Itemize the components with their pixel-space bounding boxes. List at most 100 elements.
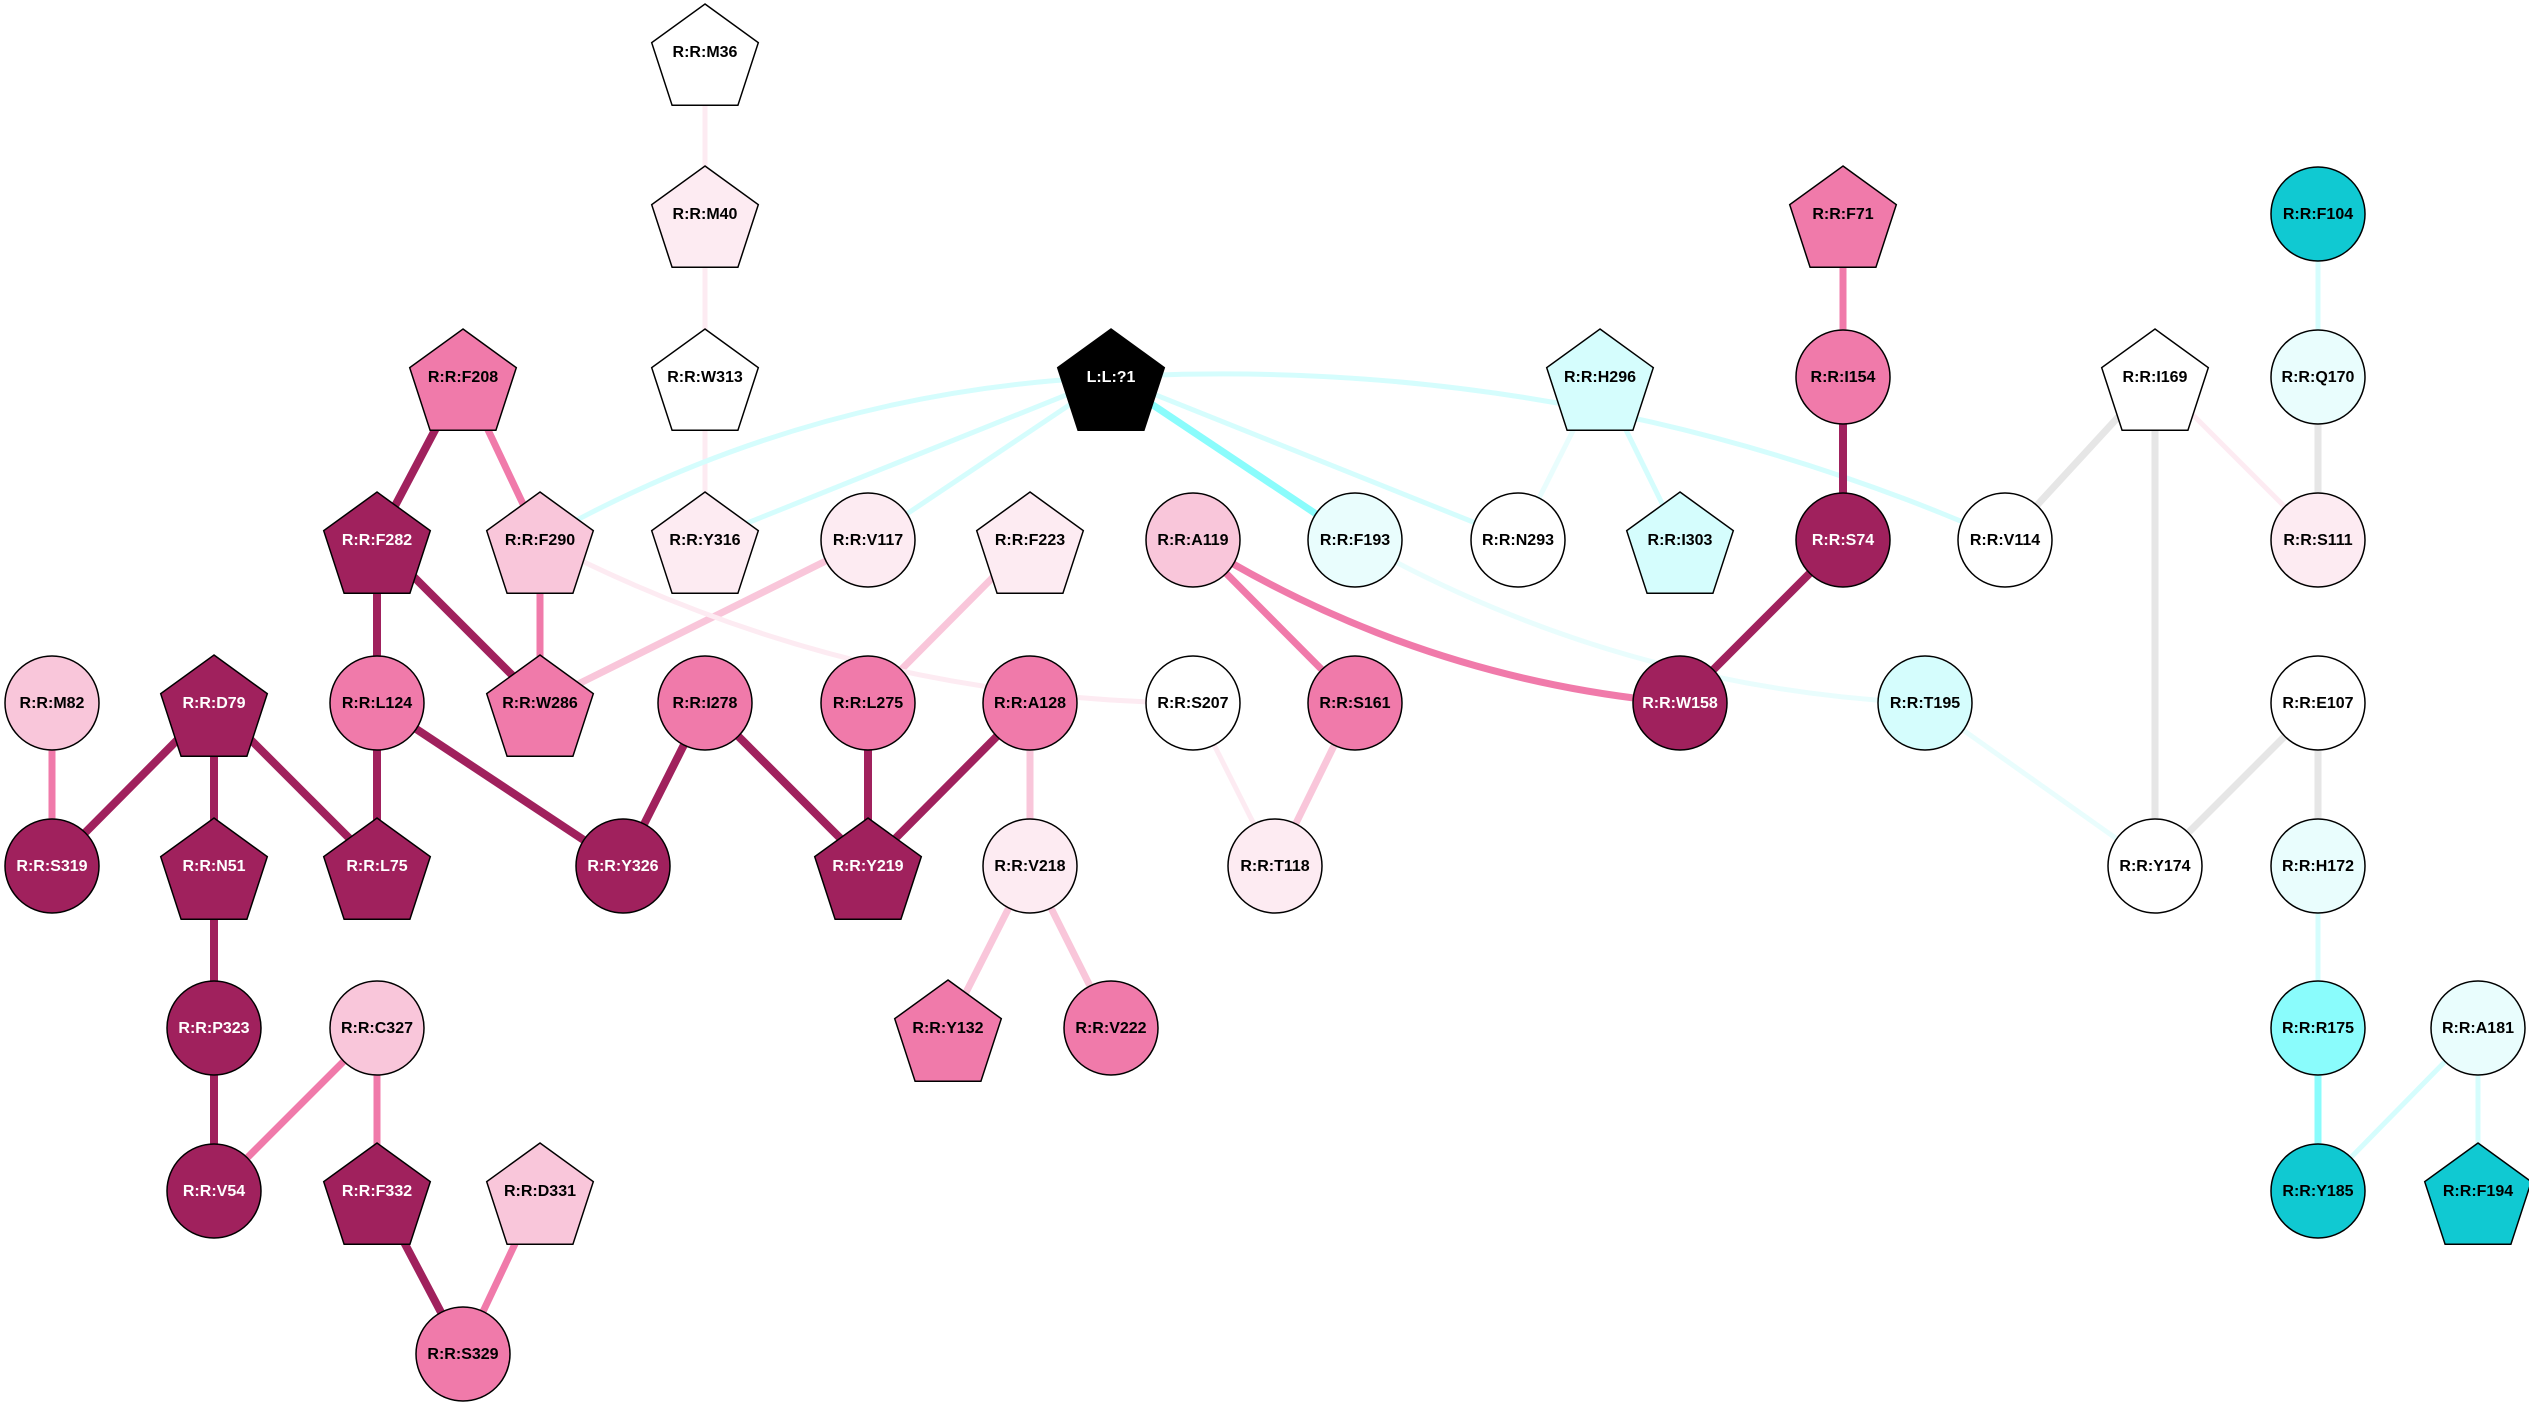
node-r-r-r175[interactable]: R:R:R175 (2270, 980, 2366, 1076)
node-label: R:R:F290 (505, 532, 575, 549)
pentagon-node-shape (650, 165, 760, 269)
node-label: R:R:V218 (994, 858, 1065, 875)
node-label: R:R:S207 (1157, 695, 1228, 712)
node-r-r-i278[interactable]: R:R:I278 (657, 655, 753, 751)
node-l-l-1[interactable]: L:L:?1 (1056, 328, 1166, 432)
edge-l-l-1-to-r-r-y316 (704, 374, 1112, 543)
node-r-r-a119[interactable]: R:R:A119 (1145, 492, 1241, 588)
node-r-r-y326[interactable]: R:R:Y326 (575, 818, 671, 914)
node-r-r-t195[interactable]: R:R:T195 (1877, 655, 1973, 751)
node-r-r-s319[interactable]: R:R:S319 (4, 818, 100, 914)
circle-node-shape (166, 980, 262, 1076)
node-r-r-i169[interactable]: R:R:I169 (2100, 328, 2210, 432)
node-r-r-w158[interactable]: R:R:W158 (1632, 655, 1728, 751)
node-r-r-a128[interactable]: R:R:A128 (982, 655, 1078, 751)
node-r-r-v222[interactable]: R:R:V222 (1063, 980, 1159, 1076)
node-r-r-f194[interactable]: R:R:F194 (2423, 1142, 2529, 1246)
node-r-r-d79[interactable]: R:R:D79 (159, 654, 269, 758)
circle-node-shape (1957, 492, 2053, 588)
pentagon-node-shape (893, 979, 1003, 1083)
circle-node-shape (2270, 980, 2366, 1076)
node-r-r-n293[interactable]: R:R:N293 (1470, 492, 1566, 588)
node-r-r-c327[interactable]: R:R:C327 (329, 980, 425, 1076)
pentagon-node-shape (650, 328, 760, 432)
node-r-r-w313[interactable]: R:R:W313 (650, 328, 760, 432)
node-r-r-i154[interactable]: R:R:I154 (1795, 329, 1891, 425)
node-r-r-v218[interactable]: R:R:V218 (982, 818, 1078, 914)
pentagon-node-shape (485, 491, 595, 595)
node-r-r-e107[interactable]: R:R:E107 (2270, 655, 2366, 751)
node-r-r-f104[interactable]: R:R:F104 (2270, 166, 2366, 262)
node-label: R:R:H296 (1564, 369, 1636, 386)
node-r-r-p323[interactable]: R:R:P323 (166, 980, 262, 1076)
node-r-r-l124[interactable]: R:R:L124 (329, 655, 425, 751)
node-label: R:R:A128 (994, 695, 1066, 712)
node-label: R:R:F193 (1320, 532, 1390, 549)
node-label: R:R:N293 (1482, 532, 1554, 549)
node-r-r-m40[interactable]: R:R:M40 (650, 165, 760, 269)
circle-node-shape (1063, 980, 1159, 1076)
circle-node-shape (657, 655, 753, 751)
circle-node-shape (329, 980, 425, 1076)
circle-node-shape (982, 655, 1078, 751)
node-r-r-w286[interactable]: R:R:W286 (485, 654, 595, 758)
node-r-r-s207[interactable]: R:R:S207 (1145, 655, 1241, 751)
node-r-r-n51[interactable]: R:R:N51 (159, 817, 269, 921)
node-label: R:R:F282 (342, 532, 412, 549)
node-r-r-f223[interactable]: R:R:F223 (975, 491, 1085, 595)
pentagon-node-shape (975, 491, 1085, 595)
pentagon-node-shape (1056, 328, 1166, 432)
node-label: R:R:S111 (2283, 532, 2352, 549)
circle-node-shape (982, 818, 1078, 914)
node-r-r-y219[interactable]: R:R:Y219 (813, 817, 923, 921)
circle-node-shape (2270, 818, 2366, 914)
pentagon-node-shape (408, 328, 518, 432)
node-r-r-y316[interactable]: R:R:Y316 (650, 491, 760, 595)
node-r-r-h296[interactable]: R:R:H296 (1545, 328, 1655, 432)
node-r-r-a181[interactable]: R:R:A181 (2430, 980, 2526, 1076)
edge-r-r-l124-to-r-r-y326 (374, 699, 626, 870)
node-label: R:R:F71 (1812, 206, 1873, 223)
node-r-r-v54[interactable]: R:R:V54 (166, 1143, 262, 1239)
pentagon-node-shape (159, 654, 269, 758)
circle-node-shape (1145, 655, 1241, 751)
node-r-r-f193[interactable]: R:R:F193 (1307, 492, 1403, 588)
node-r-r-t118[interactable]: R:R:T118 (1227, 818, 1323, 914)
node-label: R:R:F194 (2443, 1183, 2513, 1200)
node-r-r-f290[interactable]: R:R:F290 (485, 491, 595, 595)
node-label: R:R:M36 (673, 44, 738, 61)
node-r-r-h172[interactable]: R:R:H172 (2270, 818, 2366, 914)
node-r-r-f71[interactable]: R:R:F71 (1788, 165, 1898, 269)
node-label: R:R:A181 (2442, 1020, 2514, 1037)
circle-node-shape (575, 818, 671, 914)
node-r-r-f208[interactable]: R:R:F208 (408, 328, 518, 432)
circle-node-shape (1307, 655, 1403, 751)
node-r-r-s161[interactable]: R:R:S161 (1307, 655, 1403, 751)
node-label: R:R:W286 (502, 695, 578, 712)
node-label: R:R:D79 (182, 695, 245, 712)
node-r-r-q170[interactable]: R:R:Q170 (2270, 329, 2366, 425)
node-r-r-y185[interactable]: R:R:Y185 (2270, 1143, 2366, 1239)
node-r-r-s74[interactable]: R:R:S74 (1795, 492, 1891, 588)
node-r-r-v117[interactable]: R:R:V117 (820, 492, 916, 588)
circle-node-shape (4, 655, 100, 751)
node-label: R:R:Y316 (669, 532, 740, 549)
node-r-r-f332[interactable]: R:R:F332 (322, 1142, 432, 1246)
node-r-r-m82[interactable]: R:R:M82 (4, 655, 100, 751)
node-r-r-s329[interactable]: R:R:S329 (415, 1306, 511, 1402)
node-r-r-v114[interactable]: R:R:V114 (1957, 492, 2053, 588)
node-label: R:R:F223 (995, 532, 1065, 549)
node-label: R:R:I303 (1648, 532, 1713, 549)
node-r-r-f282[interactable]: R:R:F282 (322, 491, 432, 595)
node-r-r-m36[interactable]: R:R:M36 (650, 3, 760, 107)
node-r-r-l75[interactable]: R:R:L75 (322, 817, 432, 921)
node-r-r-y132[interactable]: R:R:Y132 (893, 979, 1003, 1083)
node-r-r-s111[interactable]: R:R:S111 (2270, 492, 2366, 588)
node-r-r-d331[interactable]: R:R:D331 (485, 1142, 595, 1246)
node-label: R:R:Y219 (832, 858, 903, 875)
circle-node-shape (2270, 329, 2366, 425)
node-r-r-i303[interactable]: R:R:I303 (1625, 491, 1735, 595)
node-r-r-y174[interactable]: R:R:Y174 (2107, 818, 2203, 914)
circle-node-shape (820, 655, 916, 751)
node-r-r-l275[interactable]: R:R:L275 (820, 655, 916, 751)
